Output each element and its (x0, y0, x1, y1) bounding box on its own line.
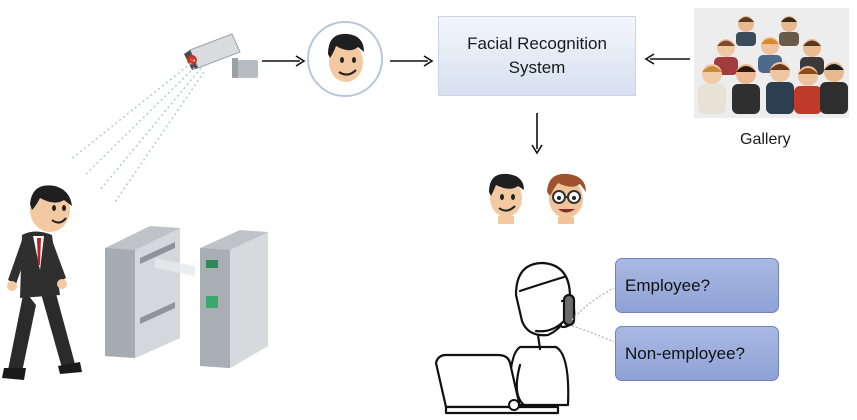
captured-face-icon (307, 21, 383, 97)
employee-question-label: Employee? (625, 275, 711, 295)
non-employee-question-box: Non-employee? (615, 326, 779, 381)
system-box-line1: Facial Recognition (467, 34, 607, 53)
arrow-gallery-to-system (644, 53, 690, 65)
matched-face-2-icon (547, 173, 586, 224)
matched-face-1-icon (489, 173, 524, 224)
thought-connectors (571, 287, 615, 343)
gallery-crowd-image (694, 8, 849, 118)
non-employee-question-label: Non-employee? (625, 343, 746, 363)
camera-scan-beams (69, 59, 205, 203)
employee-question-box: Employee? (615, 258, 779, 313)
security-operator-illustration (434, 261, 576, 415)
arrow-face-to-system (390, 55, 434, 67)
walking-person-illustration (2, 185, 82, 380)
arrow-camera-to-face (262, 55, 306, 67)
gallery-label: Gallery (740, 131, 791, 148)
system-box-line2: System (508, 58, 566, 77)
facial-recognition-system-box: Facial Recognition System (438, 16, 636, 96)
arrow-system-to-matches (531, 113, 543, 155)
turnstile-gate-illustration (105, 226, 268, 368)
security-camera-icon (184, 33, 258, 78)
